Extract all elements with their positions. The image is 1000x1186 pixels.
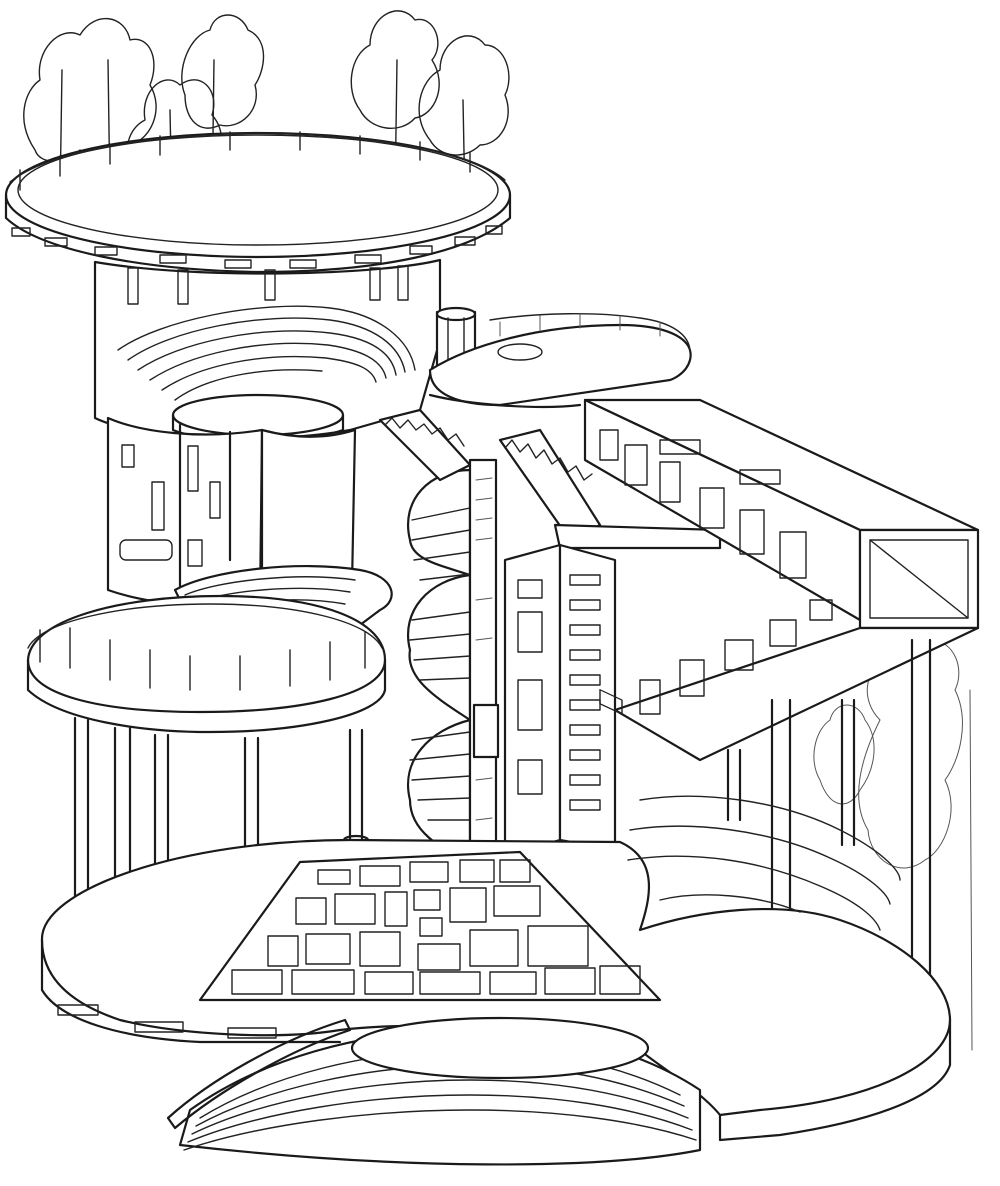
front-steps xyxy=(166,1016,702,1166)
parapet-windows xyxy=(11,225,503,269)
grid-floor xyxy=(198,850,662,1002)
tree-icon xyxy=(181,14,265,129)
railing-icon xyxy=(9,131,506,191)
tree-icon xyxy=(418,35,510,156)
cantilever-bridge xyxy=(583,398,980,762)
railing-icon xyxy=(27,603,383,691)
tree-icon xyxy=(813,704,875,805)
upper-windows xyxy=(127,265,409,305)
stair-icon xyxy=(378,408,722,550)
middle-windows xyxy=(119,444,221,567)
central-tower-walls xyxy=(503,543,617,857)
bridge-windows xyxy=(599,429,833,715)
spiral-stair xyxy=(407,458,500,862)
terraced-walks xyxy=(627,795,901,931)
platform-slots xyxy=(57,1004,277,1039)
amphitheatre-seating-upper xyxy=(117,305,416,401)
tower-windows xyxy=(517,574,601,811)
upper-right-deck xyxy=(428,313,692,409)
tree-icon xyxy=(350,10,440,129)
upper-cylinder xyxy=(93,258,442,443)
roof-terrace xyxy=(4,131,512,274)
left-balcony xyxy=(26,594,387,734)
stair-icon xyxy=(409,507,471,821)
